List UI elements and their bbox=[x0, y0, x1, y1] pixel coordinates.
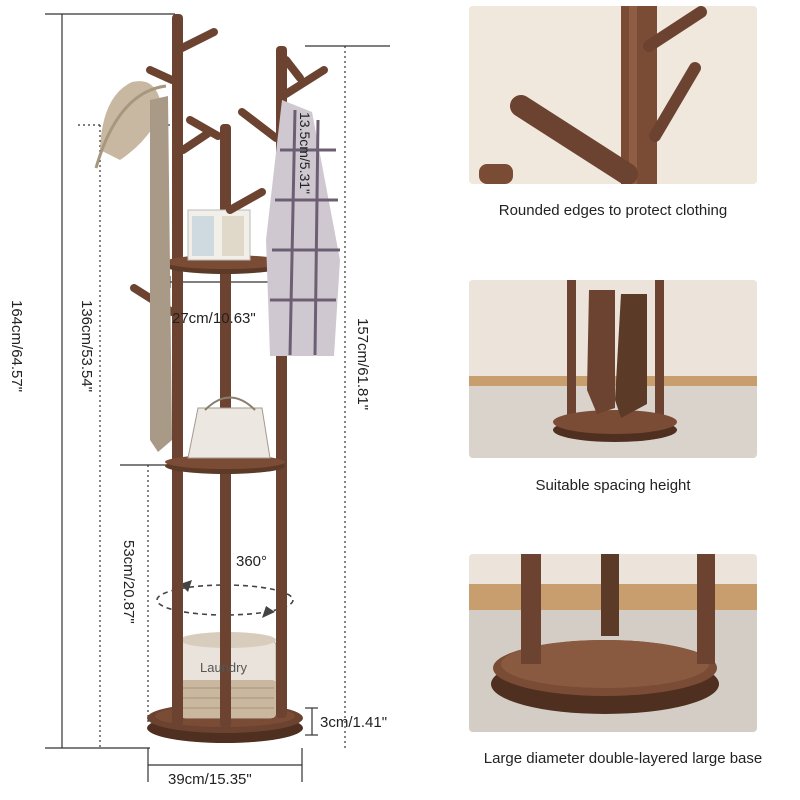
dim-inner-height: 136cm/53.54" bbox=[78, 300, 95, 392]
dim-base-diameter: 39cm/15.35" bbox=[168, 771, 252, 788]
handbag bbox=[187, 396, 271, 459]
base-closeup-photo bbox=[469, 554, 757, 732]
hooks-closeup-photo bbox=[469, 6, 757, 184]
boots-photo bbox=[469, 280, 757, 458]
plaid-shirt bbox=[266, 100, 340, 356]
dim-total-height: 164cm/64.57" bbox=[8, 300, 25, 392]
upper-shelf bbox=[165, 255, 285, 274]
feature-caption-3: Large diameter double-layered large base bbox=[483, 750, 763, 767]
dim-base-thickness: 3cm/1.41" bbox=[320, 714, 387, 731]
dim-shelf-width: 27cm/10.63" bbox=[172, 310, 256, 327]
dim-lower-height: 53cm/20.87" bbox=[120, 540, 137, 624]
feature-caption-1: Rounded edges to protect clothing bbox=[498, 202, 728, 219]
scarf bbox=[150, 96, 172, 452]
coat-rack-diagram: 164cm/64.57" 136cm/53.54" 157cm/61.81" 1… bbox=[8, 13, 390, 788]
feature-caption-2: Suitable spacing height bbox=[535, 477, 691, 494]
dim-hook-length: 13.5cm/5.31" bbox=[297, 112, 313, 194]
dim-hook-height: 157cm/61.81" bbox=[354, 318, 371, 410]
hat bbox=[94, 81, 167, 169]
dim-rotation: 360° bbox=[236, 553, 267, 570]
rotation-indicator bbox=[156, 584, 294, 616]
basket-label: Laundry bbox=[200, 660, 247, 675]
